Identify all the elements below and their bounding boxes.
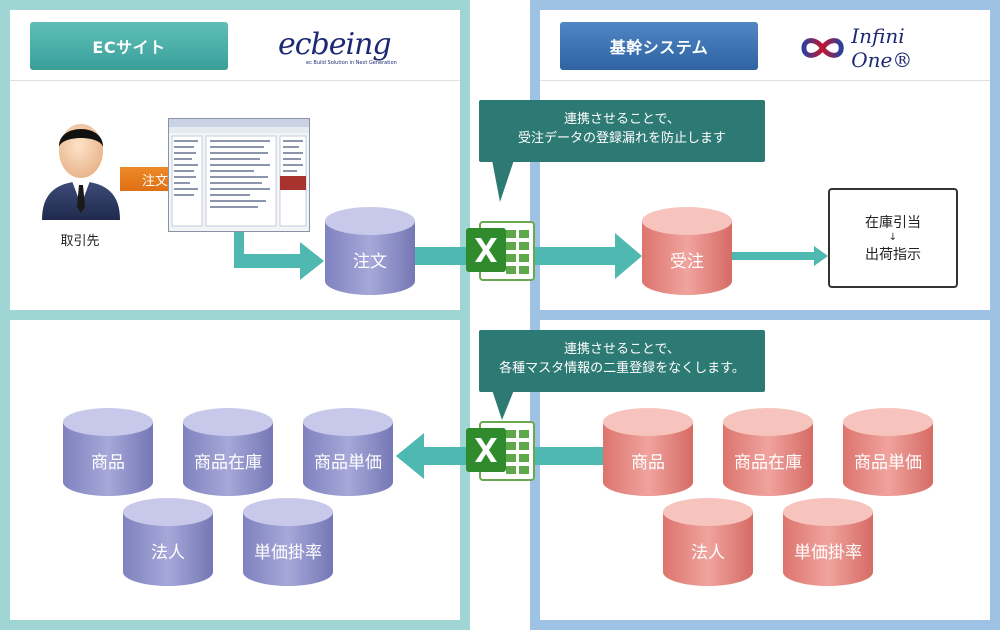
ecbeing-logo: ecbeing ec Build Solution in Next Genera… [278,30,418,70]
master-db-left-rate: 単価掛率 [243,498,333,586]
shipping-instruction-label: 出荷指示 [865,247,921,263]
master-db-right-rate: 単価掛率 [783,498,873,586]
ec-site-screenshot [168,118,310,232]
master-db-label: 商品 [91,453,125,473]
database-red-icon [663,498,753,586]
master-db-label: 商品在庫 [194,453,262,473]
callout-order-sync: 連携させることで、 受注データの登録漏れを防止します [479,100,765,162]
callout-master-sync-line1: 連携させることで、 [563,342,681,357]
ecbeing-logo-sub: ec Build Solution in Next Generation [306,60,397,66]
customer-label: 取引先 [60,234,100,249]
database-red-icon [603,408,693,496]
database-purple-icon [303,408,393,496]
callout-master-sync-line2: 各種マスタ情報の二重登録をなくします。 [499,361,745,376]
master-db-left-product: 商品 [63,408,153,496]
ec-site-title: ECサイト [30,22,228,70]
master-db-label: 法人 [151,543,185,563]
received-order-database: 受注 [642,207,732,295]
ecbeing-logo-text: ecbeing [278,27,392,62]
stock-allocation-box: 在庫引当 ↓ 出荷指示 [828,188,958,288]
order-database: 注文 [325,207,415,295]
callout-master-sync-tail [492,390,514,420]
down-arrow-icon: ↓ [888,232,898,243]
stock-allocation-label: 在庫引当 [865,215,921,231]
excel-icon [466,421,535,481]
database-red-icon [723,408,813,496]
master-db-label: 法人 [691,543,725,563]
core-system-title: 基幹システム [560,22,758,70]
database-red-icon [642,207,732,295]
database-purple-icon [123,498,213,586]
ec-header-divider [10,80,460,81]
infinione-logo: Infini One® [800,24,970,72]
master-db-label: 商品単価 [854,453,922,473]
master-db-label: 商品在庫 [734,453,802,473]
master-db-right-product: 商品 [603,408,693,496]
infinity-icon [801,38,844,58]
master-db-label: 単価掛率 [254,543,322,563]
callout-order-sync-tail [492,160,514,202]
master-db-left-corporation: 法人 [123,498,213,586]
screen-to-order-arrow [234,232,324,280]
master-db-left-price: 商品単価 [303,408,393,496]
database-red-icon [843,408,933,496]
database-purple-icon [63,408,153,496]
infinione-logo-text: Infini One® [851,24,913,72]
callout-master-sync: 連携させることで、 各種マスタ情報の二重登録をなくします。 [479,330,765,392]
master-db-label: 単価掛率 [794,543,862,563]
callout-order-sync-line1: 連携させることで、 [563,112,681,127]
master-db-label: 商品単価 [314,453,382,473]
database-purple-icon [325,207,415,295]
received-to-stock-arrow [730,246,828,266]
master-db-left-stock: 商品在庫 [183,408,273,496]
master-db-right-corporation: 法人 [663,498,753,586]
core-header-divider [540,80,990,81]
master-db-right-price: 商品単価 [843,408,933,496]
order-tag-label: 注文 [142,173,169,189]
excel-icon [466,221,535,281]
received-order-database-label: 受注 [670,252,704,272]
master-db-label: 商品 [631,453,665,473]
database-purple-icon [243,498,333,586]
master-db-right-stock: 商品在庫 [723,408,813,496]
database-purple-icon [183,408,273,496]
callout-order-sync-line2: 受注データの登録漏れを防止します [517,131,726,146]
database-red-icon [783,498,873,586]
customer-person-icon [42,124,120,220]
order-database-label: 注文 [353,252,387,272]
